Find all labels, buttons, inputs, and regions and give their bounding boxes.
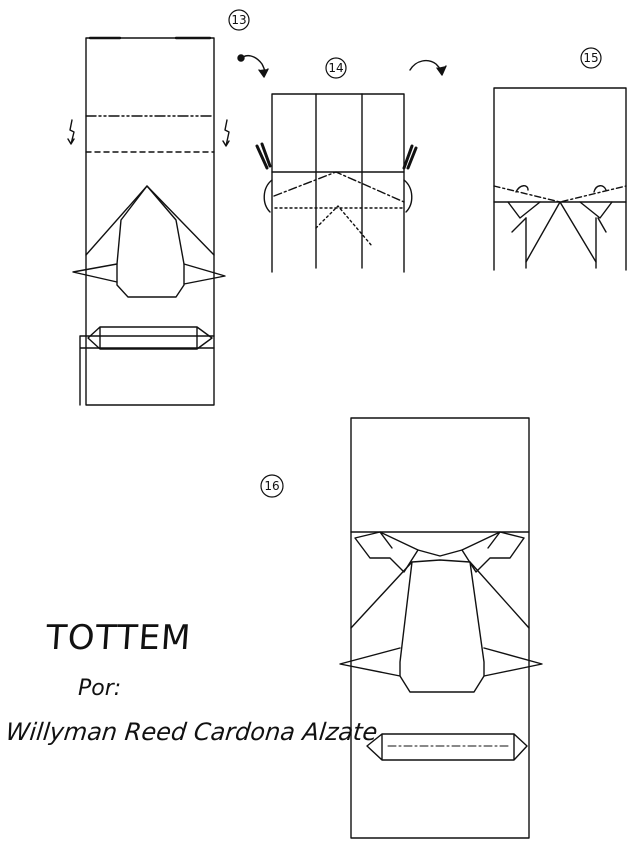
step-13-number: 13 [231, 13, 246, 27]
step-15-outline [493, 87, 627, 271]
step-13-pleat-arrow-right [222, 119, 230, 147]
step-14-turn-arrow [409, 59, 443, 75]
step-13-outline [85, 37, 215, 406]
step-16-outline [350, 417, 530, 839]
step-14-turn-arrowhead [436, 65, 447, 76]
step-14-diagram [255, 59, 447, 273]
step-13-diagram [67, 36, 269, 406]
step-13-band-lines [79, 335, 215, 406]
model-title: TOTTEM [44, 618, 193, 658]
step-16-badge: 16 [260, 474, 284, 498]
step-15-flaps [507, 201, 613, 219]
step-13-arrow-dot [237, 54, 245, 62]
step-15-number: 15 [583, 51, 598, 65]
step-14-badge: 14 [325, 57, 347, 79]
step-16-collar-right [461, 531, 525, 573]
step-15-lower-creases [525, 217, 597, 269]
step-15-mountain-folds [493, 185, 627, 203]
author-name: Willyman Reed Cardona Alzate [4, 718, 379, 746]
step-16-collar-center [417, 549, 463, 557]
step-13-pleat-arrow-left [67, 119, 75, 145]
step-16-ear-left [339, 647, 401, 677]
step-13-ear-right [183, 263, 226, 285]
step-16-head-diagonals [350, 561, 530, 629]
step-14-outline [271, 93, 405, 273]
step-13-face [116, 185, 185, 298]
step-15-diagonals [511, 201, 607, 263]
step-14-arrow-right [403, 179, 413, 213]
step-13-turn-arrowhead [258, 68, 269, 78]
step-13-ear-left [72, 263, 118, 283]
step-16-belt [366, 733, 528, 761]
step-14-inner-creases [315, 93, 363, 269]
step-14-marker-left [255, 142, 272, 170]
step-13-badge: 13 [228, 9, 250, 31]
step-14-arrow-left [263, 179, 273, 213]
step-16-collar-left [354, 531, 419, 573]
step-14-marker-right [402, 144, 418, 170]
step-14-valley-folds [274, 205, 405, 247]
step-14-number: 14 [328, 61, 343, 75]
step-15-small-arrows [515, 185, 607, 193]
step-number-badges: 13 14 15 16 [228, 9, 602, 498]
step-13-head-diagonals [85, 185, 215, 256]
by-label: Por: [78, 676, 122, 701]
step-15-badge: 15 [580, 47, 602, 69]
step-13-belt [87, 326, 213, 350]
step-16-ear-right [483, 647, 543, 677]
step-16-diagram [339, 417, 543, 839]
step-14-mountain-folds [273, 171, 405, 203]
step-15-diagram [493, 87, 627, 271]
step-16-face [399, 559, 485, 693]
step-16-number: 16 [264, 479, 279, 493]
